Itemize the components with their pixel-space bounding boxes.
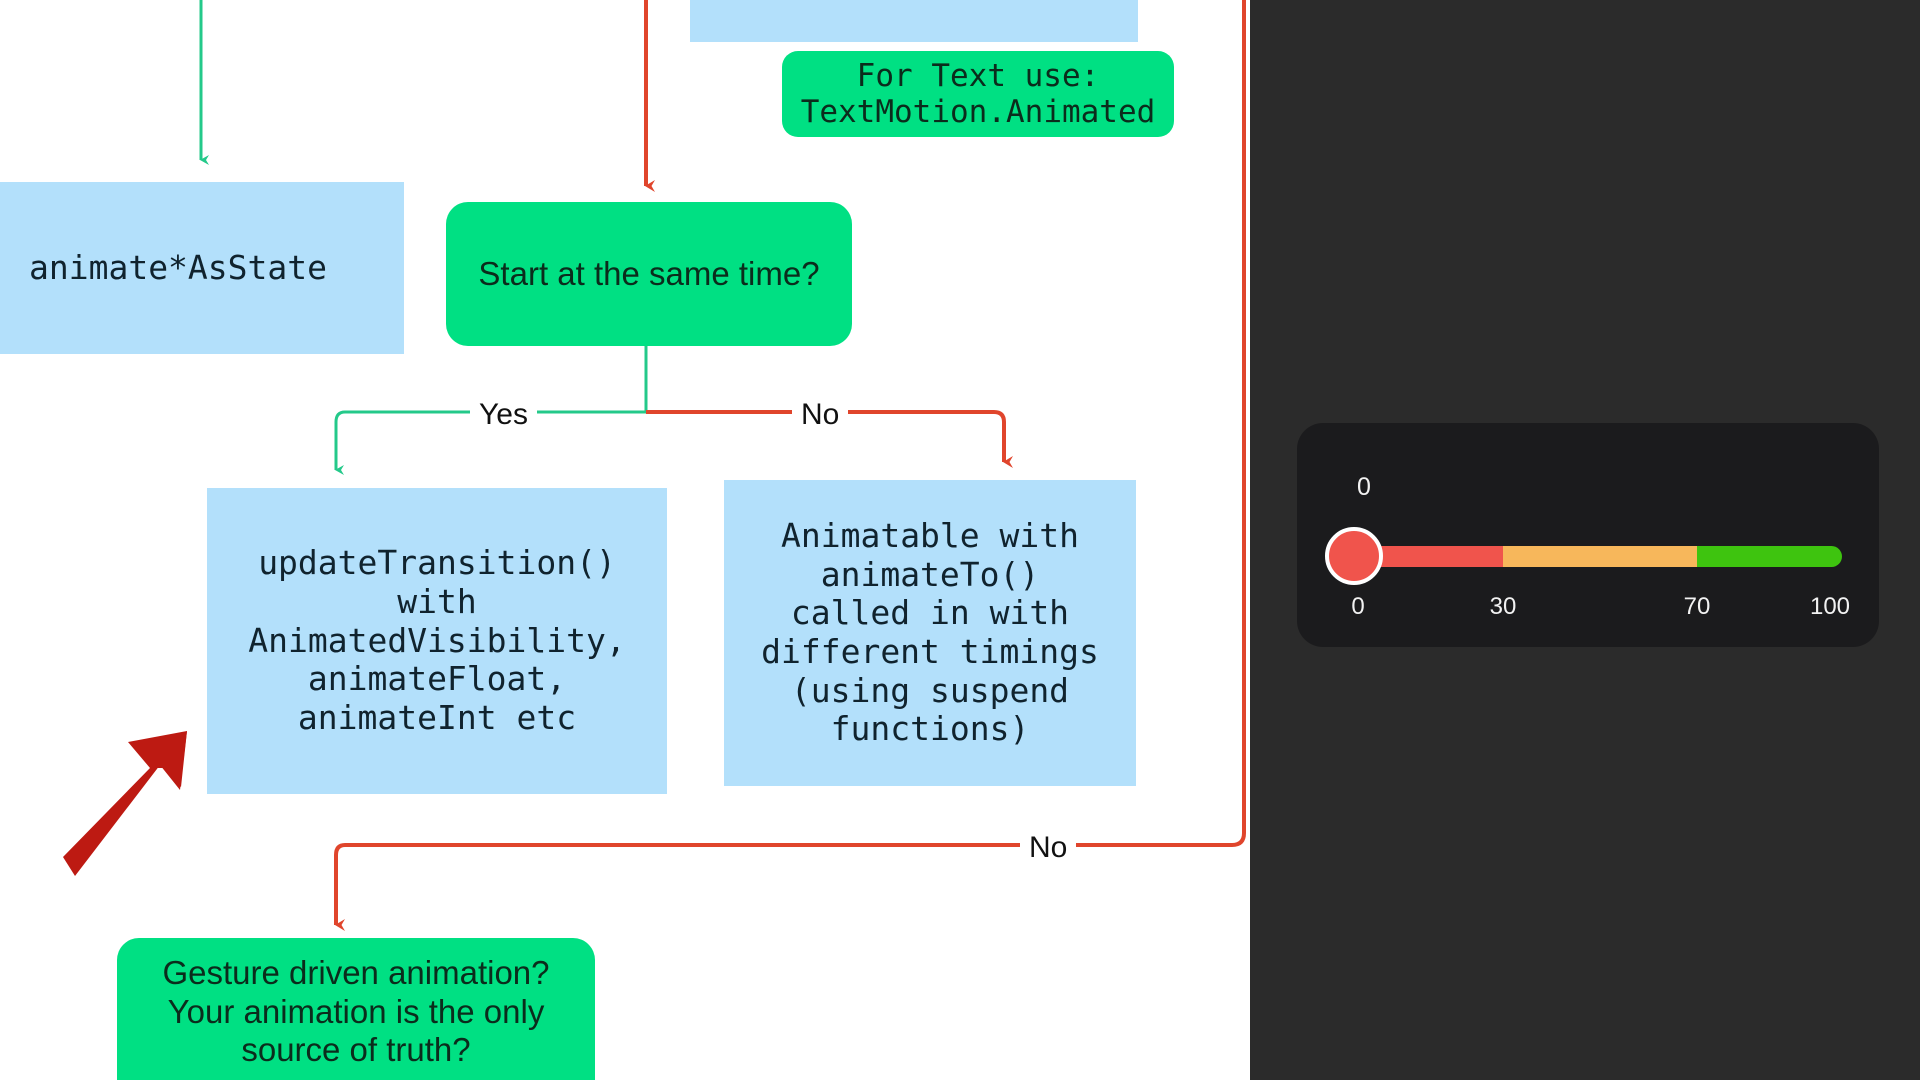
edge-label-no-bottom: No bbox=[1020, 833, 1077, 863]
node-gesture-driven-label: Gesture driven animation? Your animation… bbox=[162, 954, 550, 1069]
edge-label-no-right: No bbox=[792, 400, 849, 430]
node-gesture-driven: Gesture driven animation? Your animation… bbox=[117, 938, 595, 1080]
range-slider[interactable] bbox=[1325, 527, 1853, 585]
node-start-same-time: Start at the same time? bbox=[446, 202, 852, 346]
edge-yes bbox=[334, 410, 646, 475]
slider-value-readout: 0 bbox=[1357, 473, 1371, 501]
slider-card: 0 0 30 70 100 bbox=[1297, 423, 1879, 647]
edge-no-bottom bbox=[334, 0, 1246, 931]
slider-tick-100: 100 bbox=[1809, 593, 1851, 620]
slider-tick-labels: 0 30 70 100 bbox=[1325, 595, 1853, 625]
slider-tick-30: 30 bbox=[1489, 593, 1517, 620]
node-animate-as-state: animate*AsState bbox=[0, 182, 404, 354]
node-animatable-label: Animatable with animateTo() called in wi… bbox=[761, 516, 1099, 749]
slider-track[interactable] bbox=[1358, 546, 1842, 567]
node-update-transition-label: updateTransition() with AnimatedVisibili… bbox=[248, 543, 626, 737]
edge-no-right bbox=[646, 410, 1013, 468]
annotation-arrow-icon bbox=[63, 731, 187, 876]
slider-segment-high bbox=[1696, 546, 1842, 567]
node-start-same-time-label: Start at the same time? bbox=[478, 254, 820, 292]
slider-tick-70: 70 bbox=[1683, 593, 1711, 620]
slider-segment-low bbox=[1358, 546, 1504, 567]
node-for-text-use-label: For Text use: TextMotion.Animated bbox=[800, 57, 1156, 130]
node-animate-vector: animateVectorAsState bbox=[690, 0, 1138, 42]
node-update-transition: updateTransition() with AnimatedVisibili… bbox=[207, 488, 667, 794]
edge-label-yes: Yes bbox=[470, 400, 537, 430]
slider-segment-medium bbox=[1503, 546, 1697, 567]
node-animatable: Animatable with animateTo() called in wi… bbox=[724, 480, 1136, 786]
node-animate-vector-label: animateVectorAsState bbox=[727, 0, 1100, 6]
flowchart-connectors bbox=[63, 0, 1246, 931]
node-for-text-use: For Text use: TextMotion.Animated bbox=[782, 51, 1174, 137]
slider-thumb[interactable] bbox=[1325, 527, 1383, 585]
slider-tick-0: 0 bbox=[1351, 593, 1365, 620]
node-animate-as-state-label: animate*AsState bbox=[28, 247, 327, 287]
preview-panel: 0 0 30 70 100 bbox=[1250, 0, 1920, 1080]
flowchart-canvas: animateVectorAsState For Text use: TextM… bbox=[0, 0, 1246, 1080]
